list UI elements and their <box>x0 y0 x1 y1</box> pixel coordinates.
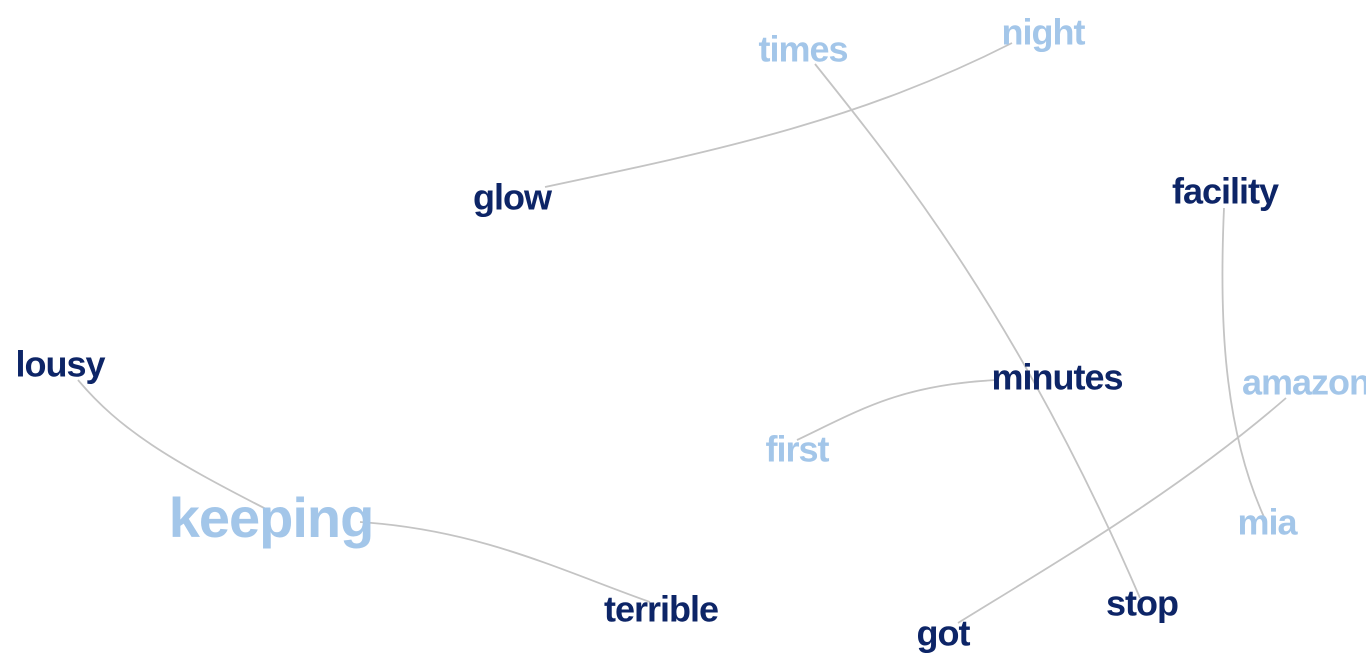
word-night: night <box>1002 12 1086 53</box>
edge-keeping-terrible <box>359 521 651 603</box>
edge-facility-mia <box>1221 207 1265 518</box>
word-first: first <box>765 429 829 470</box>
word-mia: mia <box>1237 502 1298 543</box>
edge-lousy-keeping <box>77 379 269 511</box>
edge-amazon-got <box>957 397 1287 624</box>
edge-layer <box>77 42 1287 624</box>
word-stop: stop <box>1106 583 1178 624</box>
word-keeping: keeping <box>169 486 374 549</box>
word-minutes: minutes <box>991 357 1122 398</box>
word-layer: times night glow facility lousy minutes amazon… <box>15 12 1366 654</box>
edge-times-stop <box>814 63 1141 599</box>
word-glow: glow <box>473 177 553 218</box>
edge-glow-night <box>544 42 1013 188</box>
word-amazon: amazon <box>1242 362 1366 403</box>
word-terrible: terrible <box>604 589 718 630</box>
word-facility: facility <box>1172 171 1279 212</box>
word-lousy: lousy <box>15 344 105 385</box>
word-times: times <box>758 29 847 70</box>
word-got: got <box>917 613 971 654</box>
edge-minutes-first <box>796 379 997 441</box>
